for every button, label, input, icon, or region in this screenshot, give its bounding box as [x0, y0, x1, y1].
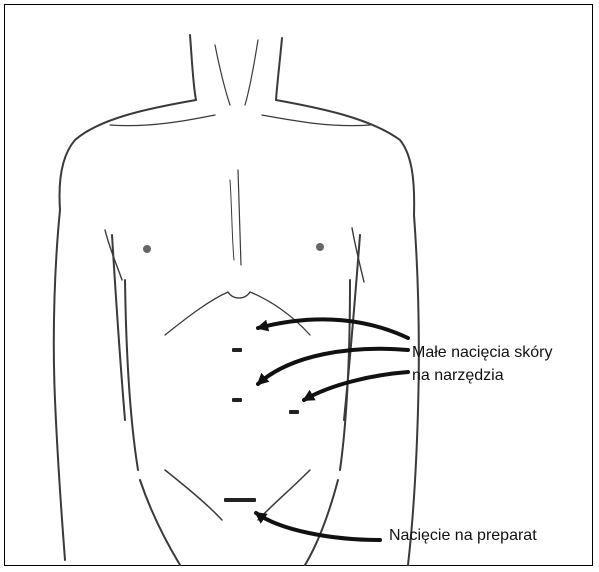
left-arm-inner	[112, 235, 125, 420]
neck-left-line	[190, 35, 196, 100]
chest-line-left	[230, 180, 234, 260]
neck-muscle-left	[215, 45, 230, 105]
right-arm-outer	[408, 215, 419, 565]
small-incisions-label-line1: Małe nacięcia skóry	[412, 343, 553, 363]
incision-mark	[232, 348, 242, 352]
small-incisions-label-line2: na narzędzia	[412, 366, 504, 386]
arrow-to-upper-incision	[258, 319, 408, 338]
pelvis-left	[140, 480, 180, 565]
arrow-to-specimen-incision	[256, 513, 380, 540]
epigastric-notch	[228, 292, 250, 298]
specimen-incision-label: Nacięcie na preparat	[389, 526, 537, 546]
groin-left	[165, 470, 222, 520]
right-clavicle	[262, 115, 370, 126]
pelvis-right	[305, 480, 338, 565]
sternum-line	[238, 170, 241, 265]
rib-cage-left	[165, 292, 228, 335]
left-torso-side	[125, 280, 138, 470]
right-armpit	[352, 228, 364, 282]
arrow-to-right-incision	[304, 372, 408, 400]
right-torso-side	[340, 280, 350, 470]
incision-mark	[289, 410, 299, 414]
arrow-to-middle-incision	[258, 349, 408, 384]
neck-right-line	[276, 38, 282, 100]
specimen-incision-mark	[224, 498, 256, 502]
neck-muscle-right	[245, 40, 258, 105]
left-nipple	[143, 245, 151, 253]
left-shoulder	[60, 100, 196, 210]
groin-right	[258, 470, 310, 520]
right-nipple	[316, 243, 324, 251]
left-arm-outer	[54, 210, 65, 560]
right-shoulder	[276, 100, 414, 215]
left-clavicle	[110, 115, 215, 126]
incision-mark	[232, 398, 242, 402]
